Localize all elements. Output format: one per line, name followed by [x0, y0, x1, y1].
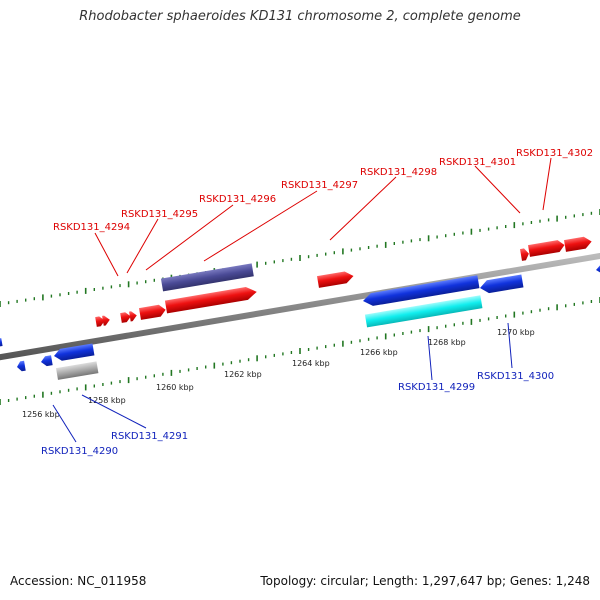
forward-gene-labels: RSKD131_4294 RSKD131_4295 RSKD131_4296 R… — [53, 148, 593, 233]
cyan-feature[interactable] — [364, 295, 483, 328]
gene-label-4291[interactable]: RSKD131_4291 — [111, 431, 188, 442]
tick-label-1270: 1270 kbp — [497, 328, 535, 337]
gene-forward-4302[interactable] — [564, 236, 593, 252]
gene-reverse-4300[interactable] — [479, 274, 524, 294]
gene-reverse-edge-left[interactable] — [0, 338, 3, 347]
genome-backbone — [0, 253, 600, 361]
gene-label-4301[interactable]: RSKD131_4301 — [439, 157, 516, 168]
gene-forward-4296[interactable] — [164, 285, 258, 314]
gene-forward-4294[interactable] — [95, 315, 110, 327]
genome-stats-text: Topology: circular; Length: 1,297,647 bp… — [260, 574, 590, 588]
leader-4296 — [145, 204, 234, 271]
gene-forward-pair[interactable] — [120, 310, 137, 323]
reverse-features — [0, 263, 600, 380]
gene-reverse-4290[interactable] — [40, 355, 53, 367]
leader-4302 — [542, 157, 552, 211]
leader-4301 — [474, 165, 521, 214]
gene-forward-4295[interactable] — [139, 304, 167, 320]
gene-label-4302[interactable]: RSKD131_4302 — [516, 148, 593, 159]
leader-4290 — [52, 404, 77, 443]
gene-label-4290[interactable]: RSKD131_4290 — [41, 446, 118, 457]
map-title: Rhodobacter sphaeroides KD131 chromosome… — [79, 9, 521, 24]
gene-label-4300[interactable]: RSKD131_4300 — [477, 371, 554, 382]
reverse-gene-labels: RSKD131_4290 RSKD131_4291 RSKD131_4299 R… — [41, 371, 554, 457]
gene-forward-4301[interactable] — [528, 239, 565, 257]
forward-features — [95, 236, 592, 327]
gene-reverse-small[interactable] — [16, 360, 26, 372]
tick-label-1260: 1260 kbp — [156, 383, 194, 392]
gene-forward-small-a[interactable] — [520, 248, 530, 261]
gene-forward-4297[interactable] — [317, 270, 354, 288]
leader-4299 — [427, 335, 433, 381]
tick-label-1264: 1264 kbp — [292, 359, 330, 368]
reverse-leader-lines — [52, 322, 513, 443]
leader-4294 — [94, 232, 119, 277]
tick-label-1258: 1258 kbp — [88, 396, 126, 405]
gene-label-4297[interactable]: RSKD131_4297 — [281, 180, 358, 191]
leader-4297 — [203, 190, 318, 262]
leader-4291 — [81, 394, 147, 429]
tick-label-1266: 1266 kbp — [360, 348, 398, 357]
accession-text: Accession: NC_011958 — [10, 574, 147, 588]
gene-reverse-edge-right[interactable] — [595, 263, 600, 275]
leader-4300 — [507, 322, 513, 369]
grey-feature[interactable] — [56, 361, 99, 380]
tick-label-1268: 1268 kbp — [428, 338, 466, 347]
gene-label-4295[interactable]: RSKD131_4295 — [121, 209, 198, 220]
reverse-ruler-ticks — [0, 297, 600, 405]
gene-reverse-4299[interactable] — [362, 275, 480, 307]
gene-label-4294[interactable]: RSKD131_4294 — [53, 222, 130, 233]
gene-label-4298[interactable]: RSKD131_4298 — [360, 167, 437, 178]
tick-label-1262: 1262 kbp — [224, 370, 262, 379]
gene-label-4296[interactable]: RSKD131_4296 — [199, 194, 276, 205]
forward-leader-lines — [94, 157, 552, 277]
leader-4295 — [126, 218, 159, 274]
gene-label-4299[interactable]: RSKD131_4299 — [398, 382, 475, 393]
leader-4298 — [329, 176, 397, 241]
tick-label-1256: 1256 kbp — [22, 410, 60, 419]
kbp-tick-labels: 1256 kbp 1258 kbp 1260 kbp 1262 kbp 1264… — [22, 328, 535, 419]
gene-reverse-4291[interactable] — [53, 343, 95, 361]
slate-feature[interactable] — [160, 263, 254, 292]
